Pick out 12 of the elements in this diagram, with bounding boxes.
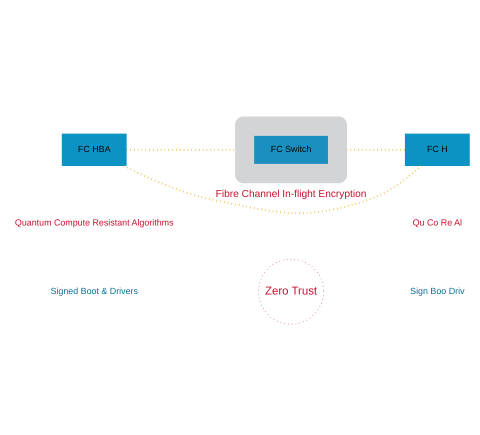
edge-label: Fibre Channel In-flight Encryption [215,188,366,200]
connector [126,148,235,150]
node-box: FC Switch [254,135,328,164]
connector [122,164,422,214]
label: Quantum Compute Resistant Algorithms [14,216,174,227]
node-box: FC HBA [61,133,126,166]
label: Signed Boot & Drivers [50,286,138,296]
cluster [234,116,347,183]
node-box: FC H [404,133,470,166]
label: Qu Co Re Al [412,216,462,227]
node-circle: Zero Trust [258,258,324,324]
label: Sign Boo Driv [410,286,464,296]
